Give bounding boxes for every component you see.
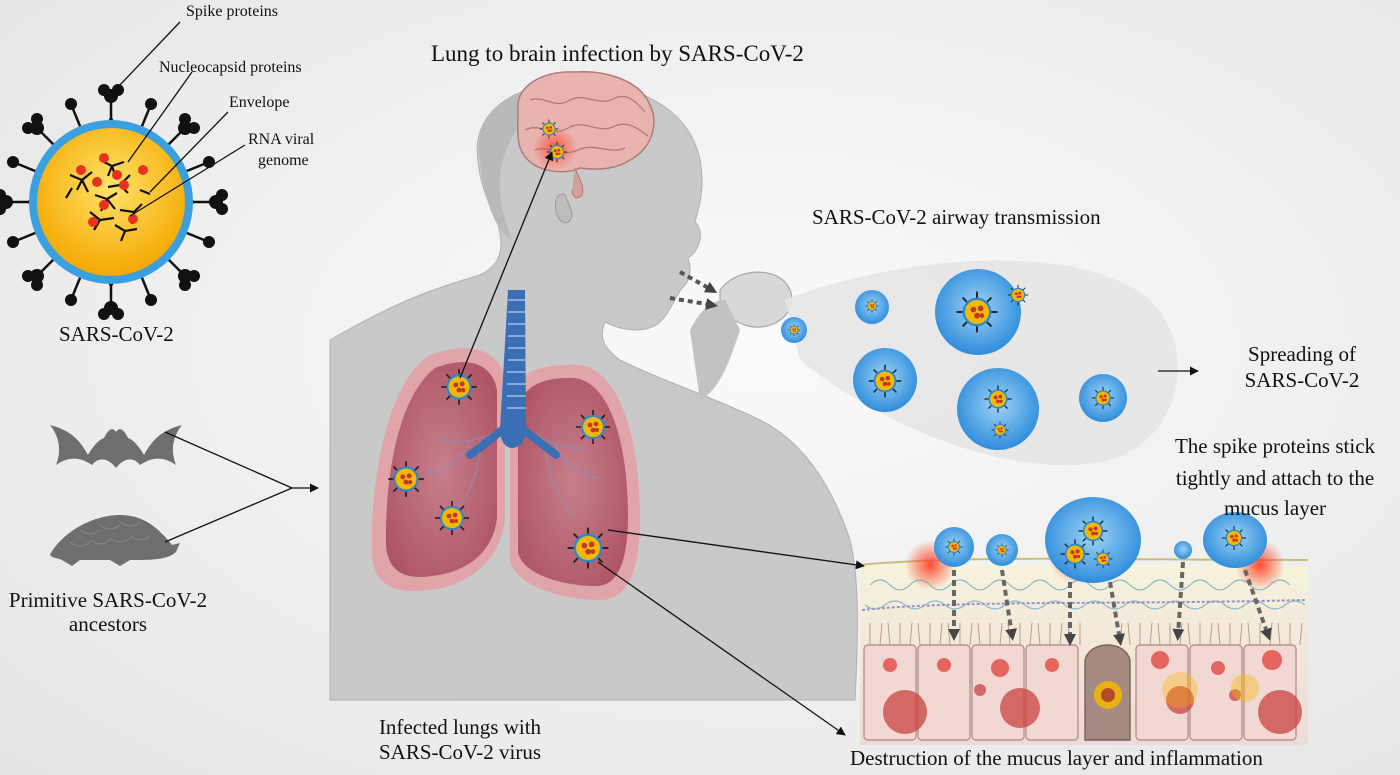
ancestors-label-line1: Primitive SARS-CoV-2 [8,588,208,612]
nucleocapsid-label: Nucleocapsid proteins [159,59,302,76]
airway-transmission-label: SARS-CoV-2 airway transmission [812,205,1101,229]
mucus-panel [859,497,1309,745]
virus-diagram [0,84,228,320]
lungs-label-line2: SARS-CoV-2 virus [378,740,541,764]
rna-genome-label-line1: RNA viral [248,131,315,148]
main-title: Lung to brain infection by SARS-CoV-2 [431,41,804,66]
airway-cloud [781,260,1178,466]
virus-name-label: SARS-CoV-2 [59,322,174,346]
spreading-label-line1: Spreading of [1248,342,1356,366]
connector-lines [117,21,1199,736]
pangolin-silhouette [50,515,180,566]
destruction-caption: Destruction of the mucus layer and infla… [850,746,1263,770]
spike-attach-label-line2: tightly and attach to the [1175,466,1375,490]
bat-silhouette [50,425,182,468]
spreading-label-line2: SARS-CoV-2 [1244,368,1360,392]
spike-proteins-label: Spike proteins [186,3,278,20]
rna-genome-label-line2: genome [258,152,309,169]
spike-attach-label-line1: The spike proteins stick [1174,434,1376,458]
lungs-label-line1: Infected lungs with [378,715,542,739]
envelope-label: Envelope [229,94,290,111]
lungs [371,290,640,600]
cough-arrows [669,270,718,310]
ancestors-label-line2: ancestors [68,612,148,636]
spike-attach-label-line3: mucus layer [1223,496,1327,520]
brain [516,71,655,199]
